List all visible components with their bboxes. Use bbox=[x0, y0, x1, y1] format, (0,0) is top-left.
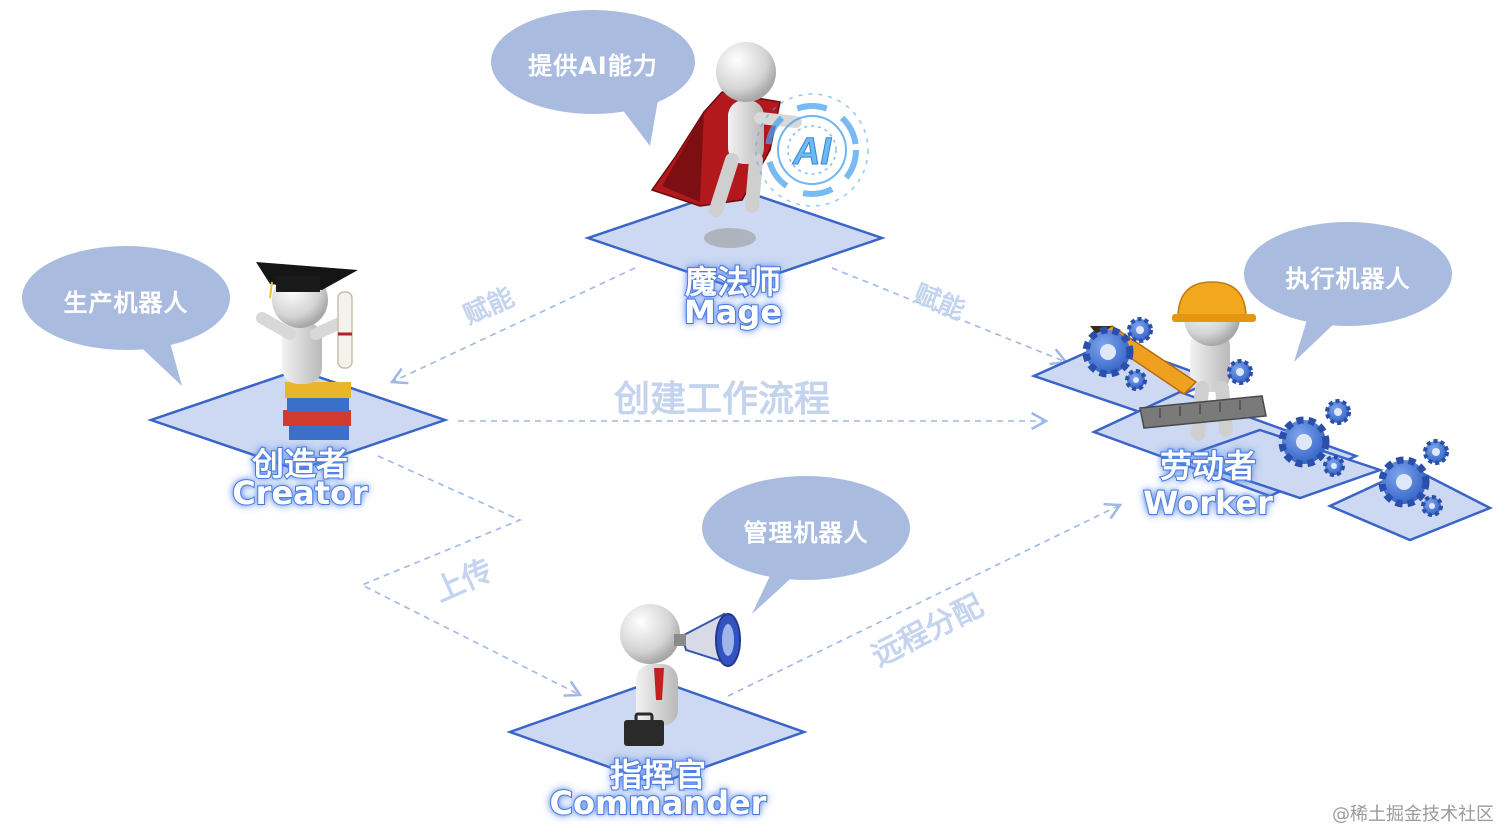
gear-icon bbox=[1423, 439, 1449, 465]
flow-arrows bbox=[360, 267, 1123, 697]
role-worker-en: Worker bbox=[1142, 483, 1274, 523]
gear-icon bbox=[1378, 456, 1430, 508]
briefcase-icon bbox=[624, 712, 664, 746]
role-commander-en: Commander bbox=[549, 783, 768, 823]
bubble-creator bbox=[22, 246, 230, 386]
ruler-icon bbox=[1139, 395, 1267, 429]
watermark: @稀土掘金技术社区 bbox=[1332, 804, 1494, 825]
graduation-cap-icon bbox=[256, 262, 358, 299]
ai-hologram-icon bbox=[755, 93, 869, 207]
megaphone-icon bbox=[674, 612, 741, 667]
bubble-commander bbox=[702, 476, 910, 614]
bubble-mage bbox=[491, 10, 695, 146]
gear-icon bbox=[1421, 495, 1443, 517]
flow-label-creator-to-worker: 创建工作流程 bbox=[614, 379, 831, 420]
hard-hat-icon bbox=[1172, 281, 1256, 322]
bubble-worker bbox=[1244, 222, 1452, 362]
role-mage-cn: 魔法师 bbox=[684, 262, 782, 302]
commander-figure bbox=[620, 604, 741, 746]
role-commander-cn: 指挥官 bbox=[609, 755, 707, 795]
gear-icon bbox=[1325, 399, 1351, 425]
speech-bubbles bbox=[22, 10, 1452, 614]
arrow-mage-to-worker bbox=[831, 267, 1069, 366]
arrow-mage-to-creator bbox=[389, 267, 636, 385]
gear-icon bbox=[1323, 455, 1345, 477]
diploma-scroll bbox=[337, 291, 353, 369]
gear-icon bbox=[1082, 326, 1134, 378]
gear-icon bbox=[1278, 416, 1330, 468]
role-mage-en: Mage bbox=[683, 292, 783, 332]
ai-badge-text: AI bbox=[792, 131, 832, 173]
mage-figure: AI bbox=[650, 42, 869, 248]
platform-worker-3 bbox=[1176, 428, 1384, 500]
role-creator-en: Creator bbox=[231, 473, 369, 513]
gear-icon bbox=[1125, 369, 1147, 391]
bubble-text-worker: 执行机器人 bbox=[1285, 265, 1411, 293]
arrow-creator-to-commander bbox=[360, 455, 583, 697]
arrow-commander-to-worker bbox=[727, 502, 1123, 697]
worker-figure bbox=[1082, 281, 1449, 517]
bubble-text-creator: 生产机器人 bbox=[63, 289, 189, 317]
gear-icon bbox=[1227, 359, 1253, 385]
gear-icon bbox=[1127, 317, 1153, 343]
creator-figure bbox=[256, 262, 358, 440]
role-worker-cn: 劳动者 bbox=[1159, 446, 1257, 486]
role-creator-cn: 创造者 bbox=[251, 444, 349, 484]
bubble-text-mage: 提供AI能力 bbox=[528, 52, 658, 80]
bubble-text-commander: 管理机器人 bbox=[743, 519, 869, 547]
